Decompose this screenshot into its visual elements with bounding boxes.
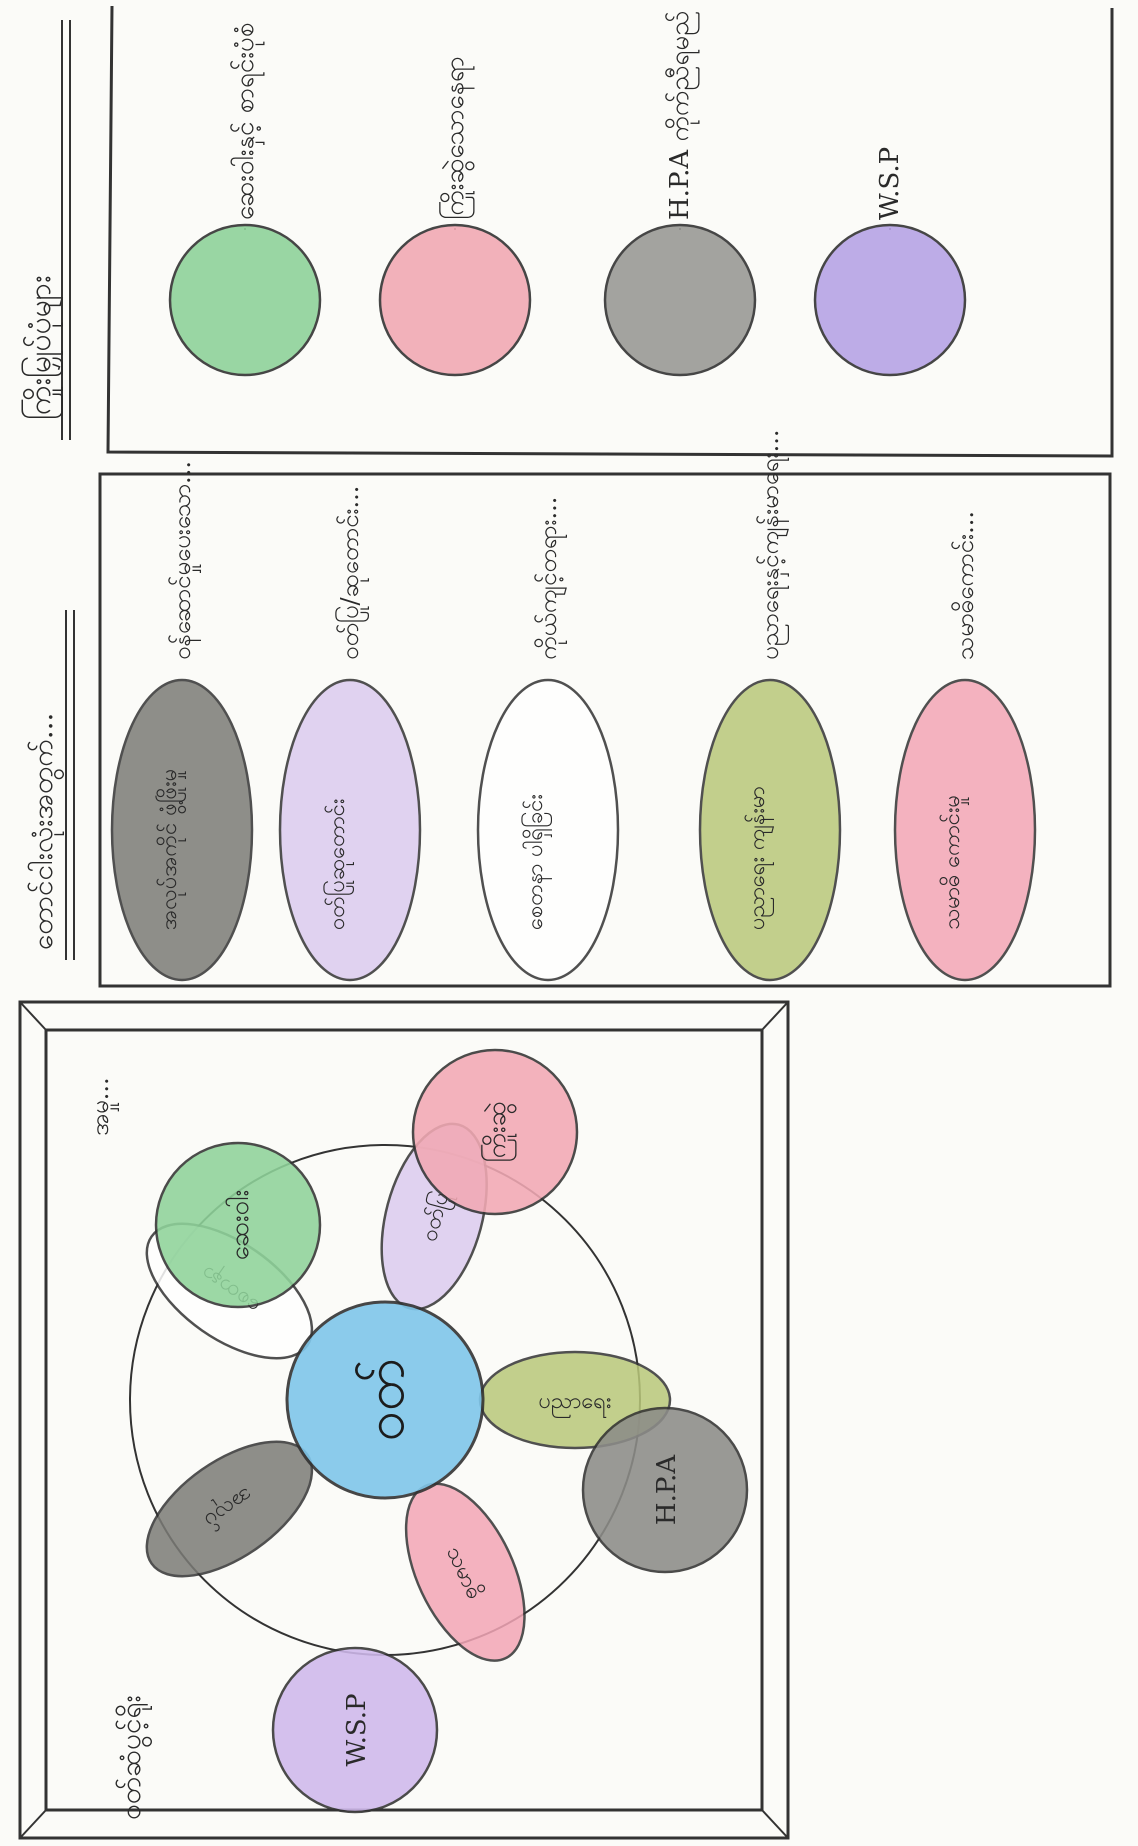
middle-leaf — [893, 678, 1037, 982]
petal: သမာဓိ — [404, 1482, 526, 1662]
middle-leaf-label: အလုပ်အကိုင် ဖွံ့ဖြိုးမှု — [155, 769, 187, 930]
top-item-label: W.S.P — [875, 147, 905, 220]
satellite-label: ကြိုးဆွဲ — [479, 1101, 517, 1163]
middle-item-text: ဝန်ဆောင်မှုပေးသော... — [167, 461, 201, 660]
satellite-label: W.S.P — [342, 1693, 372, 1766]
side-title-1: ကြိုးမြှုပ်ပုံများ — [23, 275, 58, 420]
top-circle — [378, 223, 532, 377]
center-label: ဝတ် — [353, 1359, 416, 1442]
satellite-label: ဆေးဝါး — [224, 1190, 255, 1261]
middle-item-text: ဝတ်ပြု/ဆုတောင်း... — [334, 486, 369, 660]
middle-leaf — [698, 678, 842, 982]
middle-item-text: သမာဓိကောင်း... — [950, 511, 979, 660]
middle-leaf-label: သမာဓိ ကောင်းမှု — [939, 795, 969, 930]
side-title-2: တောင်ငါးလုံးအတွက်... — [26, 712, 59, 950]
middle-leaf-label: ပညာရေး ကျန်းမာ — [744, 786, 774, 930]
middle-leaf — [476, 678, 620, 982]
middle-item-text: ပညာရေးနှင့်ကျန်းမာရေး... — [755, 429, 790, 660]
bottom-panel-inner-frame — [44, 1028, 764, 1812]
satellite-label: H.P.A — [652, 1454, 682, 1525]
middle-leaf — [278, 678, 422, 982]
middle-panel-frame — [98, 472, 1112, 988]
bottom-panel-outer-frame — [18, 1000, 790, 1840]
middle-leaf-label: ဝတ်ပြုဆုတောင်း — [323, 799, 354, 930]
top-circle — [813, 223, 967, 377]
top-circle — [168, 223, 322, 377]
middle-item-text: ကိုယ်ကျင့်တရား... — [533, 497, 567, 660]
bottom-title: ဝတ်ဆံပွင့်ရိုး — [114, 1695, 147, 1820]
satellite-circle — [154, 1141, 322, 1309]
top-item-label: ကြိုးဆွဲသောနေရာ — [437, 56, 475, 220]
satellite-circle — [271, 1646, 439, 1814]
top-item-label: H.P.A ကိုက်ညီရမည် — [664, 11, 700, 220]
petal-label: ပညာရေး — [538, 1389, 611, 1418]
satellite-circle — [411, 1048, 579, 1216]
center-circle — [285, 1300, 485, 1500]
middle-panel — [98, 472, 1112, 988]
corner-note: အမှု... — [86, 1077, 114, 1136]
top-panel — [106, 5, 1114, 458]
top-circle — [603, 223, 757, 377]
top-panel-frame — [106, 5, 1114, 458]
top-item-label: ဆေးဝါးနှင့် စာရင်းပုံစံ — [229, 22, 265, 220]
middle-leaf-label: စေတနာ ပါရှိခြင်း — [521, 794, 553, 930]
middle-leaf — [110, 678, 254, 982]
satellite-circle — [581, 1406, 749, 1574]
petal: အလုပ် — [145, 1440, 314, 1578]
